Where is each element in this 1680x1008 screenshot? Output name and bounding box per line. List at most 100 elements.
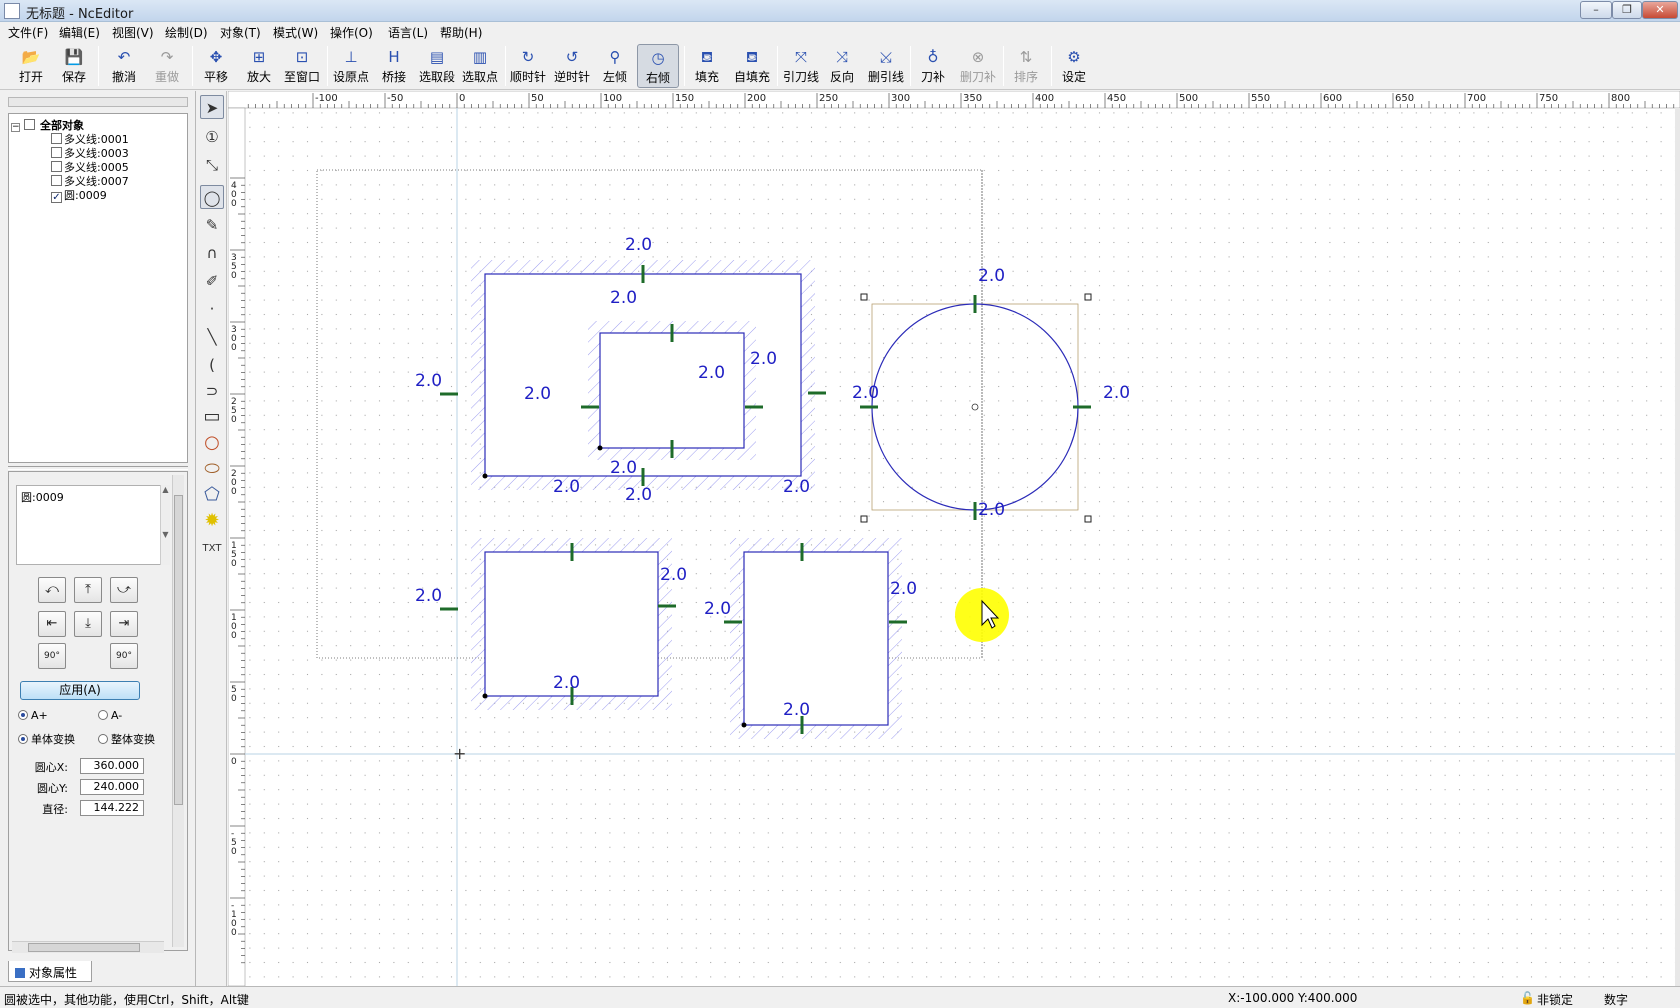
move-up-button[interactable]: ⤒ xyxy=(74,577,102,603)
a-minus-radio[interactable]: A- xyxy=(98,709,122,722)
polygon-tool-icon[interactable]: ⬠ xyxy=(204,484,220,505)
menu-operation[interactable]: 操作(O) xyxy=(330,26,373,40)
restore-button[interactable]: ❐ xyxy=(1612,1,1642,19)
line-tool-icon[interactable]: ╲ xyxy=(207,328,217,346)
menu-help[interactable]: 帮助(H) xyxy=(440,26,483,40)
text-tool-icon[interactable]: TXT xyxy=(202,543,222,554)
hscroll-thumb[interactable] xyxy=(28,943,140,952)
tree-root-checkbox[interactable] xyxy=(23,119,35,130)
set-origin-button[interactable]: ⊥设原点 xyxy=(332,48,369,84)
menu-object[interactable]: 对象(T) xyxy=(220,26,261,40)
rotate-right-button[interactable]: ⤻ xyxy=(110,577,138,603)
sort-button[interactable]: ⇅排序 xyxy=(1013,48,1038,84)
tool-comp-button[interactable]: ♁刀补 xyxy=(920,48,945,84)
panel-hscrollbar[interactable] xyxy=(12,941,164,953)
pan-button[interactable]: ✥平移 xyxy=(203,48,228,84)
clockwise-button[interactable]: ↻顺时针 xyxy=(509,48,546,84)
resize-handle[interactable] xyxy=(1084,515,1092,523)
menu-view[interactable]: 视图(V) xyxy=(112,26,154,40)
menu-mode[interactable]: 模式(W) xyxy=(273,26,319,40)
resize-handle[interactable] xyxy=(860,293,868,301)
vscroll-thumb[interactable] xyxy=(174,495,183,805)
circle-tool-icon[interactable]: ○ xyxy=(204,432,220,453)
select-segment-button[interactable]: ▤选取段 xyxy=(418,48,455,84)
save-button[interactable]: 💾保存 xyxy=(61,48,86,84)
select-point-button[interactable]: ▥选取点 xyxy=(461,48,498,84)
apply-button[interactable]: 应用(A) xyxy=(20,681,140,700)
rotate-cw-90-button[interactable]: 90° xyxy=(110,643,138,669)
zoom-in-button[interactable]: ⊞放大 xyxy=(246,48,271,84)
prop-scrollbar[interactable]: ▲▼ xyxy=(160,485,170,565)
select-tool-icon[interactable]: ➤ xyxy=(200,95,224,119)
move-right-button[interactable]: ⇥ xyxy=(110,611,138,637)
rotate-ccw-90-button[interactable]: 90° xyxy=(38,643,66,669)
settings-button[interactable]: ⚙设定 xyxy=(1061,48,1086,84)
polyline-0007[interactable] xyxy=(730,538,902,739)
tree-item[interactable]: ✓圆:0009 xyxy=(51,189,107,203)
tree-item[interactable]: 多义线:0007 xyxy=(51,173,129,189)
reverse-button[interactable]: ⤨反向 xyxy=(829,48,854,84)
resize-handle[interactable] xyxy=(860,515,868,523)
circle-edit-icon[interactable]: ◯ xyxy=(200,185,224,209)
whole-transform-radio[interactable]: 整体变换 xyxy=(98,731,155,747)
right-tilt-button[interactable]: ◷右倾 xyxy=(637,44,679,88)
arc-tool-icon[interactable]: ( xyxy=(209,356,215,374)
tree-item-checkbox[interactable] xyxy=(51,133,62,144)
tree-item[interactable]: 多义线:0003 xyxy=(51,145,129,161)
undo-button[interactable]: ↶撤消 xyxy=(111,48,136,84)
number-tool-icon[interactable]: ① xyxy=(205,128,219,146)
a-plus-radio[interactable]: A+ xyxy=(18,709,48,722)
close-button[interactable]: ✕ xyxy=(1642,1,1678,19)
tree-item-checkbox[interactable] xyxy=(51,147,62,158)
polyline-0003[interactable] xyxy=(588,321,756,460)
fill-button[interactable]: ⛾填充 xyxy=(694,48,719,84)
menu-language[interactable]: 语言(L) xyxy=(388,26,429,40)
tree-item-checkbox[interactable] xyxy=(51,161,62,172)
polyline-tool-icon[interactable]: ⊃ xyxy=(205,382,219,400)
single-transform-radio[interactable]: 单体变换 xyxy=(18,731,75,747)
canvas-scrollbar[interactable] xyxy=(1675,108,1680,986)
delete-comp-button[interactable]: ⊗删刀补 xyxy=(959,48,996,84)
redo-button[interactable]: ↷重做 xyxy=(154,48,179,84)
tree-root[interactable]: − 全部对象 xyxy=(11,117,84,133)
splitter[interactable] xyxy=(8,466,188,470)
point-tool-icon[interactable]: · xyxy=(209,300,215,318)
star-tool-icon[interactable]: ✹ xyxy=(204,510,220,531)
collapse-icon[interactable]: − xyxy=(11,122,20,132)
auto-fill-button[interactable]: ⛾自填充 xyxy=(733,48,770,84)
tree-item-checkbox[interactable]: ✓ xyxy=(51,192,62,203)
rectangle-tool-icon[interactable]: ▭ xyxy=(203,406,221,427)
fit-window-button[interactable]: ⊡至窗口 xyxy=(283,48,320,84)
brush-icon[interactable]: ✐ xyxy=(205,272,219,290)
menu-edit[interactable]: 编辑(E) xyxy=(59,26,100,40)
properties-icon xyxy=(15,968,25,978)
counterclockwise-button[interactable]: ↺逆时针 xyxy=(553,48,590,84)
object-tree[interactable]: − 全部对象 多义线:0001 多义线:0003 多义线:0005 多义线:00… xyxy=(8,113,188,463)
pencil-icon[interactable]: ✎ xyxy=(205,216,219,234)
move-left-button[interactable]: ⇤ xyxy=(38,611,66,637)
left-tilt-button[interactable]: ⚲左倾 xyxy=(602,48,627,84)
node-select-icon[interactable]: ⤡ xyxy=(205,156,218,174)
lead-line-button[interactable]: ⤧引刀线 xyxy=(782,48,819,84)
move-down-button[interactable]: ⤓ xyxy=(74,611,102,637)
menu-file[interactable]: 文件(F) xyxy=(8,26,49,40)
diameter-field[interactable]: 144.222 xyxy=(80,800,144,816)
tree-item[interactable]: 多义线:0005 xyxy=(51,159,129,175)
center-y-field[interactable]: 240.000 xyxy=(80,779,144,795)
delete-lead-button[interactable]: ⤩删引线 xyxy=(867,48,904,84)
ellipse-tool-icon[interactable]: ⬭ xyxy=(204,458,220,479)
open-button[interactable]: 📂打开 xyxy=(18,48,43,84)
tree-item[interactable]: 多义线:0001 xyxy=(51,131,129,147)
panel-vscrollbar[interactable] xyxy=(172,475,184,947)
rotate-left-button[interactable]: ⤺ xyxy=(38,577,66,603)
magnet-icon[interactable]: ∩ xyxy=(206,244,218,262)
center-x-field[interactable]: 360.000 xyxy=(80,758,144,774)
resize-handle[interactable] xyxy=(1084,293,1092,301)
object-properties-tab[interactable]: 对象属性 xyxy=(8,961,92,982)
tree-item-checkbox[interactable] xyxy=(51,175,62,186)
menu-draw[interactable]: 绘制(D) xyxy=(165,26,208,40)
auto-fill-icon: ⛾ xyxy=(745,48,759,66)
minimize-button[interactable]: – xyxy=(1580,1,1612,19)
